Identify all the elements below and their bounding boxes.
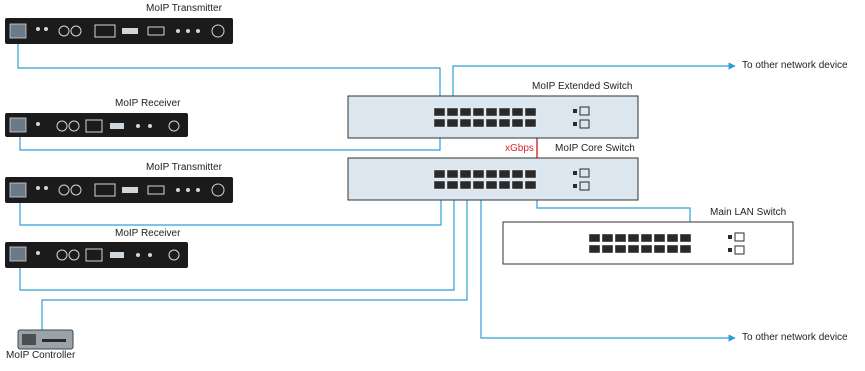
cable-extended-to-other-top bbox=[452, 62, 736, 110]
moip-controller bbox=[17, 329, 74, 350]
label-xgbps: xGbps bbox=[505, 143, 534, 154]
cable-core-to-other-bottom bbox=[480, 188, 736, 342]
main-lan-switch bbox=[502, 221, 794, 265]
moip-extended-switch bbox=[347, 95, 639, 139]
label-to-other-top: To other network device bbox=[742, 60, 848, 71]
label-receiver-top: MoIP Receiver bbox=[115, 98, 181, 109]
label-receiver-bottom: MoIP Receiver bbox=[115, 228, 181, 239]
label-to-other-bottom: To other network device bbox=[742, 332, 848, 343]
cable-controller-to-core bbox=[41, 188, 468, 333]
cable-rx-bottom-to-core bbox=[19, 188, 455, 291]
main-lan-switch-ports bbox=[588, 233, 692, 254]
moip-core-switch bbox=[347, 157, 639, 201]
label-extended-switch: MoIP Extended Switch bbox=[532, 81, 633, 92]
cables bbox=[17, 44, 736, 342]
extended-switch-ports bbox=[433, 107, 537, 128]
label-core-switch: MoIP Core Switch bbox=[555, 143, 635, 154]
cable-tx-top-to-extended bbox=[17, 44, 441, 110]
moip-receiver-top bbox=[5, 113, 188, 137]
moip-transmitter-top bbox=[5, 18, 233, 44]
moip-receiver-bottom bbox=[5, 242, 188, 268]
label-transmitter-top: MoIP Transmitter bbox=[146, 3, 222, 14]
cable-tx-mid-to-core bbox=[19, 188, 442, 226]
label-main-lan-switch: Main LAN Switch bbox=[710, 207, 787, 218]
core-switch-ports bbox=[433, 169, 537, 190]
label-controller: MoIP Controller bbox=[6, 350, 76, 361]
moip-transmitter-mid bbox=[5, 177, 233, 203]
label-transmitter-mid: MoIP Transmitter bbox=[146, 162, 222, 173]
